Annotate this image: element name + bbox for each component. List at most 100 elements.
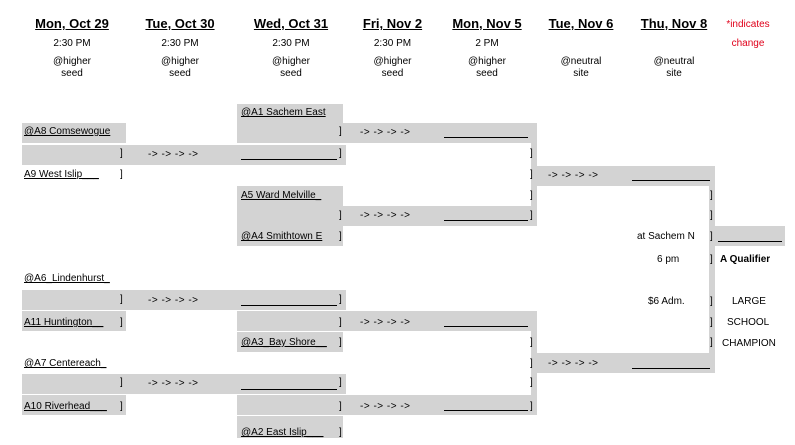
team-a11: A11 Huntington__: [24, 317, 104, 328]
col-date-1: Mon, Oct 29: [35, 16, 109, 31]
bracket-mark: ]: [530, 210, 533, 221]
team-a10: A10 Riverhead___: [24, 401, 107, 412]
bracket-shade: [709, 226, 785, 246]
bracket-mark: ]: [530, 148, 533, 159]
advance-arrow: -> -> -> ->: [360, 317, 411, 328]
advance-arrow: -> -> -> ->: [148, 378, 199, 389]
winner-line: [632, 368, 710, 369]
team-a2: @A2 East Islip___: [241, 427, 324, 438]
team-a5: A5 Ward Melville_: [241, 190, 322, 201]
col-site-5b: seed: [476, 68, 498, 79]
bracket-mark: ]: [710, 296, 713, 307]
bracket-mark: ]: [339, 337, 342, 348]
advance-arrow: -> -> -> ->: [360, 210, 411, 221]
winner-line: [444, 410, 528, 411]
col-site-4b: seed: [381, 68, 404, 79]
change-note-line2: change: [731, 38, 765, 49]
bracket-shade: [237, 416, 343, 438]
bracket-shade: [22, 145, 346, 165]
bracket-mark: ]: [339, 148, 342, 159]
champion-line1: LARGE: [732, 296, 766, 307]
bracket-shade: [531, 331, 537, 415]
bracket-shade: [531, 166, 715, 186]
bracket-shade: [22, 395, 126, 415]
col-date-4: Fri, Nov 2: [362, 16, 423, 31]
bracket-mark: ]: [710, 190, 713, 201]
champion-line3: CHAMPION: [722, 338, 776, 349]
col-date-5: Mon, Nov 5: [452, 16, 522, 31]
bracket-shade: [237, 206, 537, 226]
col-time-2: 2:30 PM: [161, 38, 199, 49]
col-site-4: @higher: [373, 56, 412, 67]
bracket-mark: ]: [530, 169, 533, 180]
winner-line: [444, 220, 528, 221]
bracket-shade: [22, 123, 126, 143]
team-a7: @A7 Centereach_: [24, 358, 107, 369]
advance-arrow: -> -> -> ->: [360, 127, 411, 138]
bracket-mark: ]: [530, 401, 533, 412]
col-site-3: @higher: [272, 56, 310, 67]
team-a8: @A8 Comsewogue: [24, 126, 111, 137]
bracket-mark: ]: [339, 210, 342, 221]
bracket-mark: ]: [710, 254, 713, 265]
col-site-7: @neutral: [653, 56, 695, 67]
bracket-mark: ]: [339, 126, 342, 137]
bracket-shade: [237, 186, 343, 206]
bracket-shade: [709, 186, 715, 353]
change-note-line1: *indicates: [726, 19, 770, 30]
col-site-6: @neutral: [560, 56, 602, 67]
bracket-shade: [237, 332, 343, 352]
winner-line: [241, 389, 337, 390]
col-date-3: Wed, Oct 31: [253, 16, 329, 31]
bracket-mark: ]: [120, 377, 123, 388]
qualifier-label: A Qualifier: [720, 254, 771, 265]
bracket-mark: ]: [120, 169, 123, 180]
col-time-5: 2 PM: [475, 38, 499, 49]
col-site-5: @higher: [468, 56, 506, 67]
winner-line: [241, 159, 337, 160]
col-site-7b: site: [666, 68, 682, 79]
col-site-1b: seed: [61, 68, 83, 79]
bracket-shade: [237, 123, 537, 143]
bracket-mark: ]: [710, 317, 713, 328]
col-time-3: 2:30 PM: [272, 38, 310, 49]
winner-line: [632, 180, 710, 181]
advance-arrow: -> -> -> ->: [148, 295, 199, 306]
final-admission: $6 Adm.: [648, 296, 685, 307]
col-site-2b: seed: [169, 68, 191, 79]
team-a4: @A4 Smithtown E: [241, 231, 323, 242]
final-time: 6 pm: [657, 254, 680, 265]
bracket-mark: ]: [710, 231, 713, 242]
winner-line: [444, 326, 528, 327]
bracket-shade: [237, 226, 343, 246]
col-site-3b: seed: [280, 68, 302, 79]
col-site-1: @higher: [53, 56, 91, 67]
team-a6: @A6_Lindenhurst_: [24, 273, 110, 284]
bracket-mark: ]: [120, 148, 123, 159]
bracket-shade: [22, 311, 126, 331]
winner-line: [718, 241, 782, 242]
bracket-mark: ]: [339, 317, 342, 328]
champion-line2: SCHOOL: [727, 317, 770, 328]
team-a3: @A3_Bay Shore__: [241, 337, 327, 348]
advance-arrow: -> -> -> ->: [148, 149, 199, 160]
bracket-mark: ]: [339, 401, 342, 412]
bracket-mark: ]: [339, 294, 342, 305]
col-date-2: Tue, Oct 30: [145, 16, 215, 31]
bracket-mark: ]: [120, 317, 123, 328]
final-site: at Sachem N: [637, 231, 695, 242]
team-a9: A9 West Islip___: [24, 169, 99, 180]
advance-arrow: -> -> -> ->: [548, 170, 599, 181]
bracket-shade: [237, 104, 343, 123]
col-date-7: Thu, Nov 8: [640, 16, 708, 31]
bracket-mark: ]: [339, 377, 342, 388]
col-time-1: 2:30 PM: [53, 38, 91, 49]
bracket-mark: ]: [710, 337, 713, 348]
bracket-mark: ]: [120, 294, 123, 305]
bracket-mark: ]: [710, 210, 713, 221]
bracket-mark: ]: [530, 337, 533, 348]
bracket-mark: ]: [530, 190, 533, 201]
col-site-2: @higher: [161, 56, 199, 67]
advance-arrow: -> -> -> ->: [548, 358, 599, 369]
bracket-mark: ]: [530, 377, 533, 388]
